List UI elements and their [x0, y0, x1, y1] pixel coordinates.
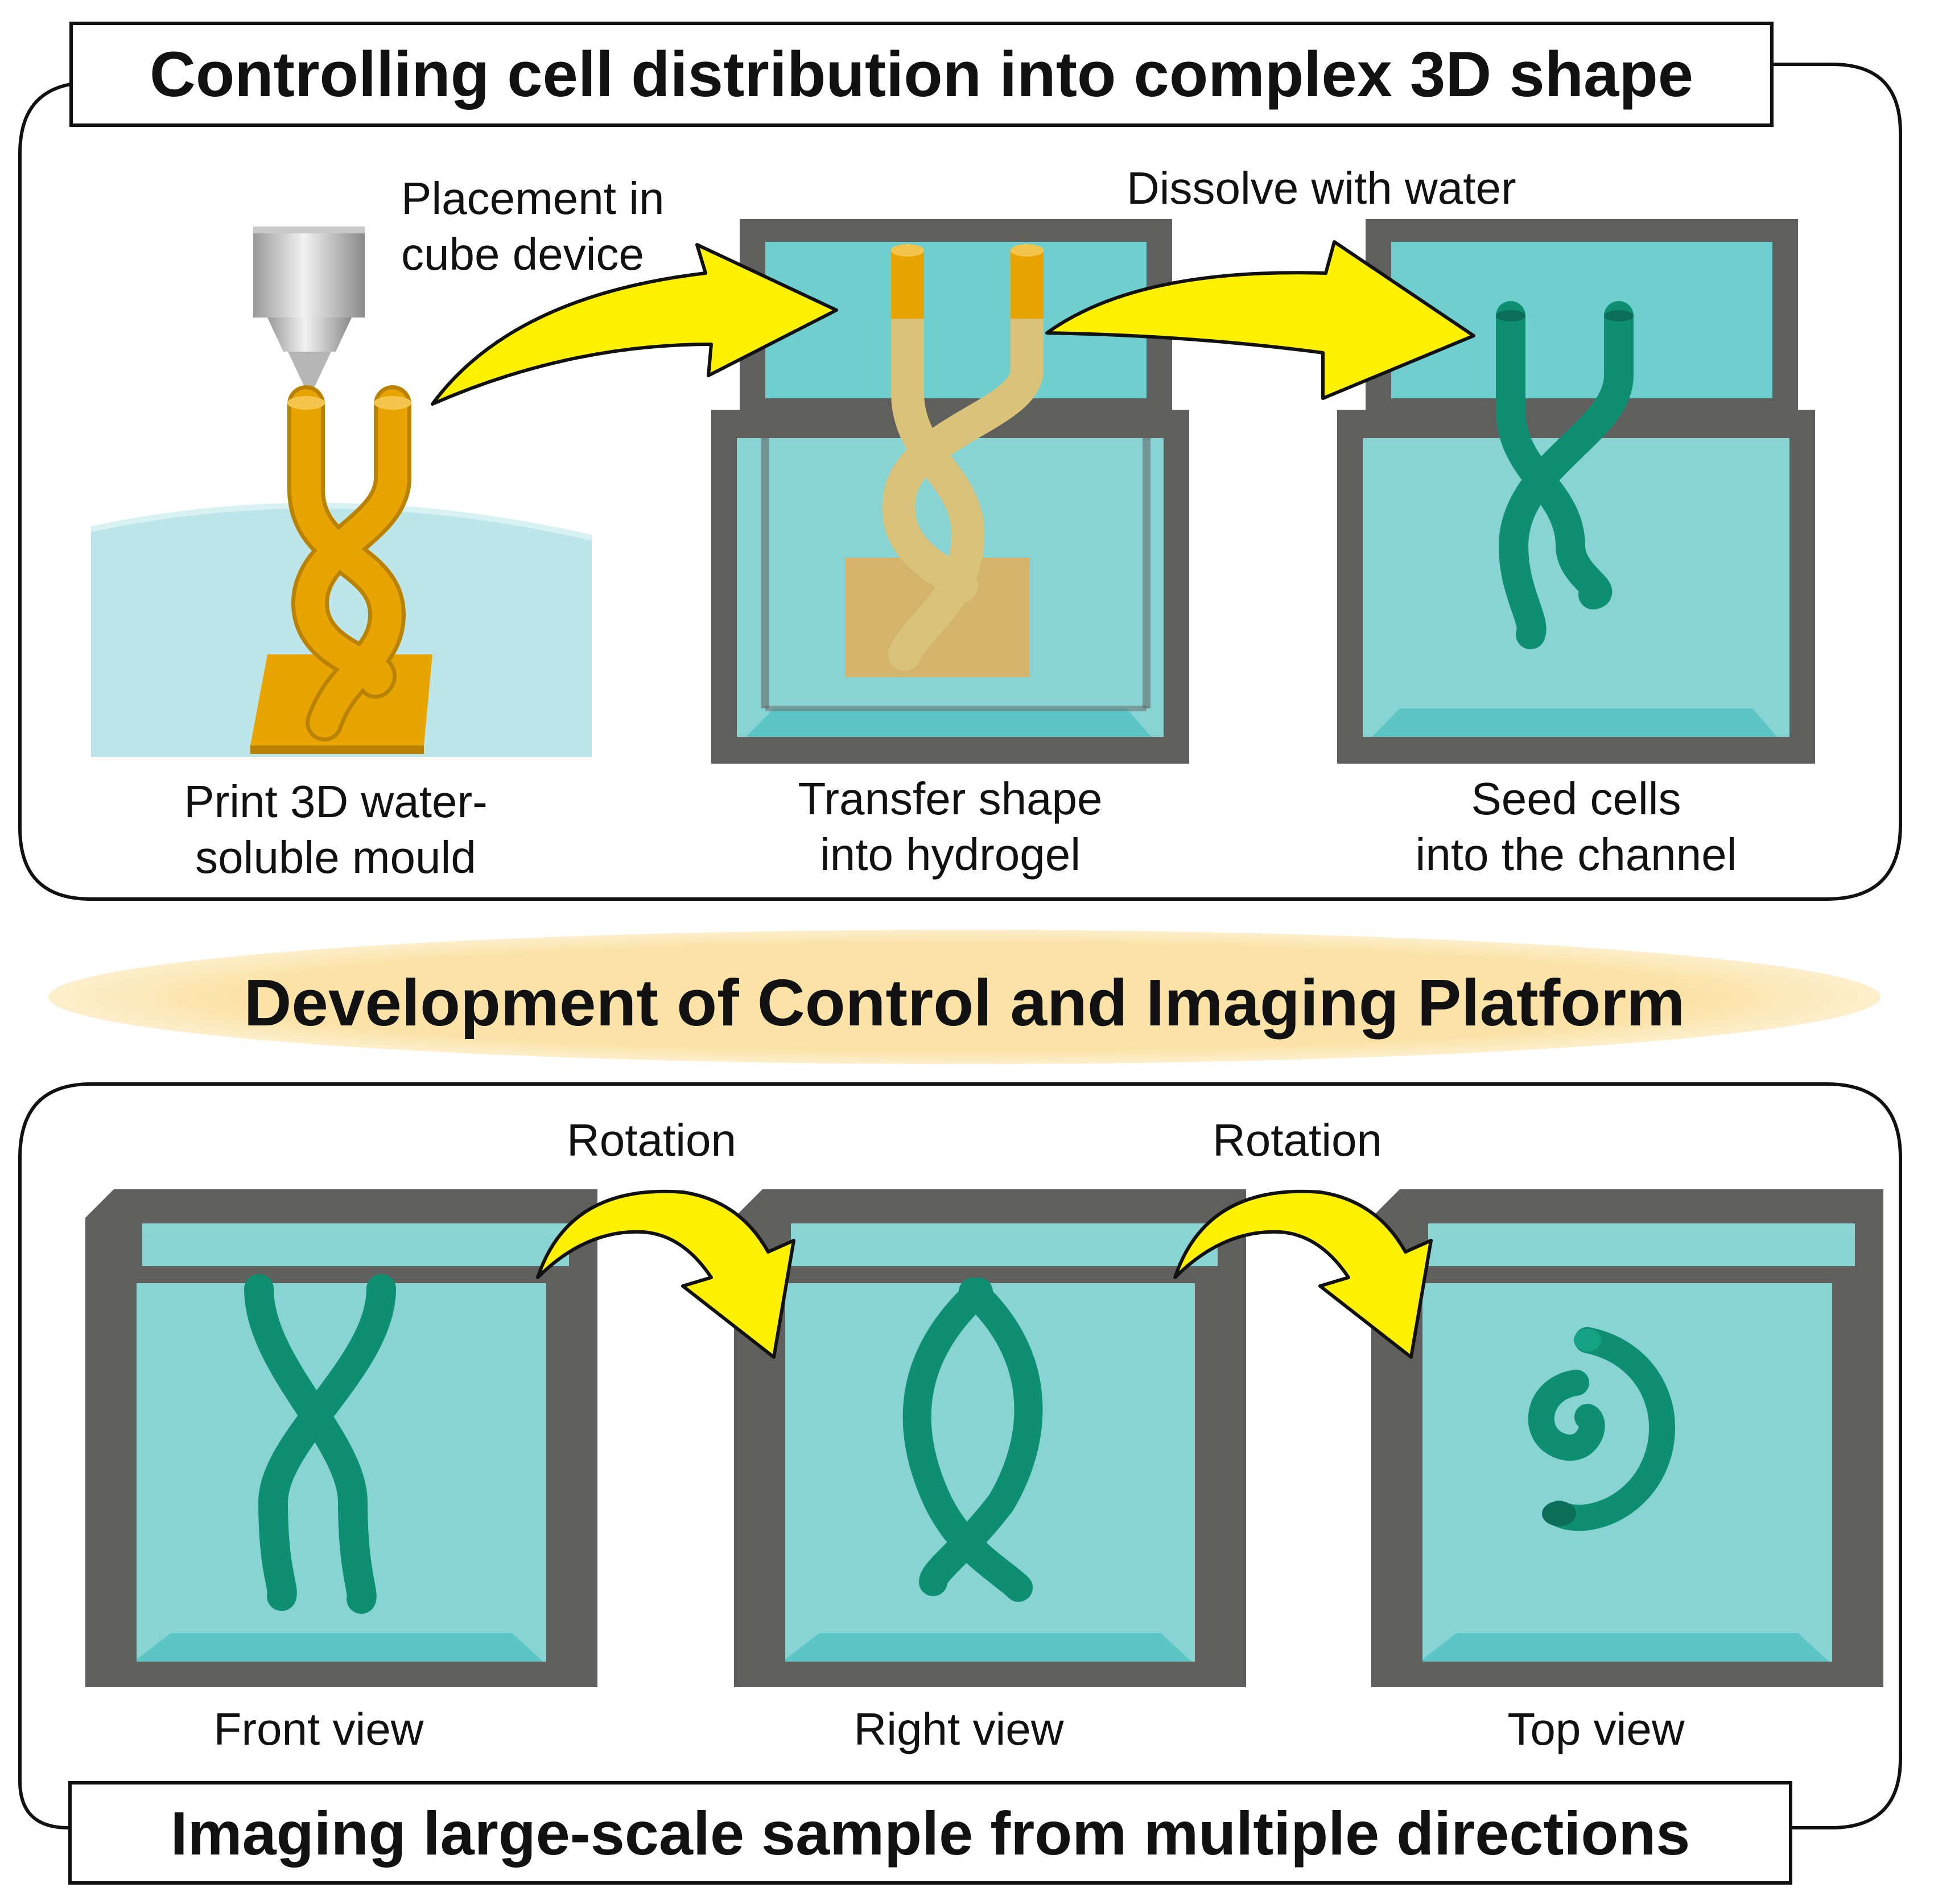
- cube-frame: [734, 1189, 1246, 1687]
- cube-frame: [85, 1189, 597, 1687]
- seed-caption-line1: Seed cells: [1471, 773, 1681, 824]
- rotation-arrow-2: [1173, 1189, 1433, 1359]
- top-view-caption: Top view: [1507, 1704, 1685, 1754]
- right-view-caption: Right view: [853, 1704, 1064, 1754]
- bottom-panel-title: Imaging large-scale sample from multiple…: [68, 1781, 1792, 1885]
- placement-arrow: [431, 243, 838, 406]
- top-view-cube: [1371, 1189, 1883, 1687]
- transfer-caption-line2: into hydrogel: [819, 829, 1081, 880]
- banner-text: Development of Control and Imaging Platf…: [244, 966, 1685, 1040]
- cube-frame: [1337, 219, 1815, 764]
- bottom-panel-border: [18, 1082, 1902, 1829]
- cell-channel: [1496, 301, 1634, 649]
- dissolve-arrow-label: Dissolve with water: [1127, 163, 1516, 213]
- top-panel-border: [18, 63, 1902, 901]
- right-view-cube: [734, 1189, 1246, 1687]
- seed-step-caption: Seed cells into the channel: [1354, 771, 1798, 882]
- print-caption-line2: soluble mould: [195, 831, 476, 883]
- rotation-label-1: Rotation: [567, 1115, 736, 1165]
- seed-caption-line2: into the channel: [1415, 829, 1737, 880]
- print-step-caption: Print 3D water- soluble mould: [114, 774, 558, 885]
- top-panel-title: Controlling cell distribution into compl…: [69, 22, 1774, 127]
- rotation-arrow-1: [536, 1189, 795, 1359]
- right-view-channel: [902, 1277, 1043, 1602]
- seed-step-cube: [1337, 219, 1815, 764]
- cube-frame: [1371, 1189, 1883, 1687]
- front-view-caption: Front view: [213, 1704, 424, 1754]
- front-view-channel: [244, 1274, 396, 1614]
- mould-tubes: [287, 385, 411, 741]
- placement-label-line1: Placement in: [401, 173, 665, 224]
- transfer-caption-line1: Transfer shape: [798, 773, 1103, 824]
- banner-ellipse: [48, 930, 1881, 1064]
- print-step-illustration: [90, 226, 593, 757]
- rotation-label-2: Rotation: [1213, 1115, 1382, 1165]
- top-view-channel-spiral: [1528, 1327, 1675, 1531]
- front-view-cube: [85, 1189, 597, 1687]
- transfer-step-cube: [711, 219, 1189, 764]
- placement-label-line2: cube device: [401, 228, 644, 279]
- placement-arrow-label: Placement in cube device: [401, 171, 664, 282]
- printer-nozzle: [253, 226, 365, 393]
- mould-tubes-in-gel: [882, 302, 1044, 671]
- transfer-step-caption: Transfer shape into hydrogel: [728, 771, 1172, 882]
- dissolve-arrow: [1045, 240, 1475, 400]
- print-caption-line1: Print 3D water-: [184, 776, 488, 827]
